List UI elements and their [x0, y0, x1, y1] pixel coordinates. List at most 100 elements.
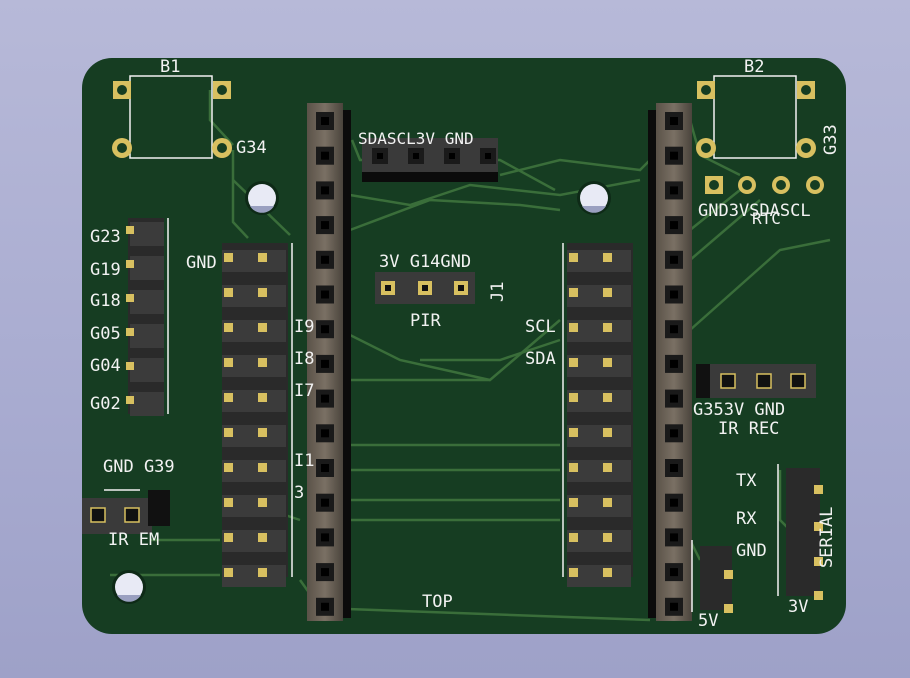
- pin-row: [130, 358, 164, 382]
- label-g19: G19: [90, 260, 121, 280]
- header-hole-core: [670, 325, 678, 334]
- pin-row: [567, 390, 631, 412]
- header-hole-core: [321, 464, 329, 472]
- label-i2c-header: SDASCL3V GND: [358, 129, 474, 148]
- pin-tip: [258, 288, 267, 297]
- mounting-hole-icon: [245, 181, 279, 215]
- header-hole-core: [670, 533, 678, 542]
- pin-tip: [258, 393, 267, 402]
- pin-tip: [258, 323, 267, 332]
- label-g18: G18: [90, 291, 121, 311]
- label-g05: G05: [90, 324, 121, 344]
- label-3v: 3V: [788, 597, 808, 617]
- pin-row: [130, 290, 164, 314]
- label-rtc-pins: GND3VSDASCL: [698, 201, 811, 221]
- pin-tip: [569, 288, 578, 297]
- pin-tip: [569, 568, 578, 577]
- label-i1: I1: [294, 451, 314, 471]
- header-hole-core: [413, 153, 419, 159]
- pin-row: [130, 392, 164, 416]
- label-pir: PIR: [410, 311, 441, 331]
- header-hole-core: [321, 117, 329, 125]
- header-hole-core: [321, 602, 329, 611]
- pin-header-icon: [126, 218, 169, 416]
- pin-row: [222, 495, 286, 517]
- header-hole-core: [321, 290, 329, 299]
- pin-header-icon: [777, 464, 823, 600]
- header-hole-core: [321, 394, 329, 403]
- header-hole-core: [670, 186, 678, 195]
- header-hole-core: [670, 498, 678, 507]
- pin-row: [567, 460, 631, 482]
- pin-tip: [224, 568, 233, 577]
- pin-row: [567, 250, 631, 272]
- label-i9: I9: [294, 317, 314, 337]
- pin-row: [130, 222, 164, 246]
- header-hole-core: [321, 186, 329, 195]
- label-serial: SERIAL: [817, 507, 837, 568]
- tactile-button-icon: [696, 75, 816, 159]
- pin-tip: [126, 260, 134, 268]
- pin-row: [567, 495, 631, 517]
- label-sda: SDA: [525, 349, 556, 369]
- tactile-button-icon: [112, 75, 232, 159]
- header-hole-core: [670, 464, 678, 472]
- pin-tip: [603, 253, 612, 262]
- pin-tip: [224, 288, 233, 297]
- pin-header-icon: [362, 138, 498, 182]
- pin-row: [222, 250, 286, 272]
- label-rtc: RTC: [752, 209, 781, 228]
- pin-tip: [258, 358, 267, 367]
- header-hole-core: [321, 325, 329, 334]
- header-hole-core: [321, 151, 329, 160]
- pin-tip: [258, 533, 267, 542]
- pin-row: [222, 390, 286, 412]
- pin-tip: [224, 463, 233, 472]
- pin-tip: [603, 288, 612, 297]
- label-g02: G02: [90, 394, 121, 414]
- pin-row: [567, 355, 631, 377]
- pin-row: [222, 530, 286, 552]
- pin-tip: [569, 428, 578, 437]
- pin-tip: [224, 498, 233, 507]
- header-hole-core: [670, 117, 678, 125]
- header-hole-core: [670, 394, 678, 403]
- header-hole-core: [670, 221, 678, 230]
- header-hole-core: [321, 221, 329, 230]
- header-hole-core: [670, 151, 678, 160]
- header-hole-core: [485, 153, 491, 159]
- pin-tip: [603, 323, 612, 332]
- pin-tip: [603, 568, 612, 577]
- pin-tip: [224, 323, 233, 332]
- pin-tip: [126, 226, 134, 234]
- pin-header-icon: [691, 540, 733, 613]
- pin-tip: [258, 428, 267, 437]
- header-hole-core: [321, 568, 329, 577]
- pin-tip: [224, 393, 233, 402]
- label-pir-pins: 3V G14GND: [379, 252, 471, 272]
- pin-tip: [258, 463, 267, 472]
- pin-header-icon: [696, 364, 816, 398]
- pin-header-icon: [222, 243, 293, 587]
- header-hole-core: [321, 255, 329, 264]
- pin-tip: [569, 533, 578, 542]
- pin-row: [130, 324, 164, 348]
- header-hole-core: [377, 153, 383, 159]
- header-hole-core: [321, 359, 329, 368]
- label-i7: I7: [294, 381, 314, 401]
- rtc-pads: [705, 176, 824, 194]
- label-g34: G34: [236, 138, 267, 158]
- pin-tip: [603, 533, 612, 542]
- label-3: 3: [294, 483, 304, 503]
- header-hole-core: [449, 153, 455, 159]
- pin-tip: [126, 396, 134, 404]
- label-b2: B2: [744, 57, 764, 77]
- pin-row: [567, 320, 631, 342]
- pin-header-icon: [307, 103, 351, 621]
- pin-tip: [224, 358, 233, 367]
- label-g33: G33: [821, 124, 841, 155]
- label-gnd-left: GND: [186, 253, 217, 273]
- label-tx: TX: [736, 471, 757, 491]
- pin-tip: [569, 463, 578, 472]
- pin-row: [222, 425, 286, 447]
